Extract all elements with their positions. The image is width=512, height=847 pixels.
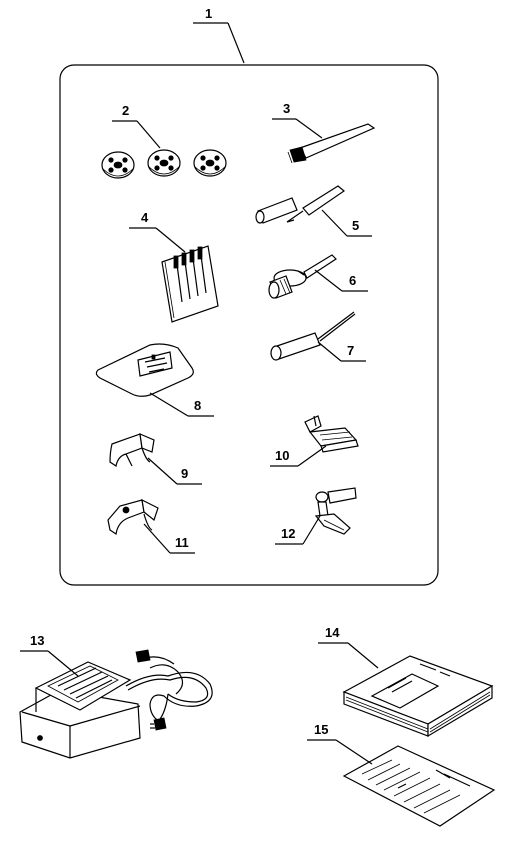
instruction-book-illustration [342, 655, 494, 738]
callout-label-14: 14 [325, 625, 340, 640]
callout-12: 12 [275, 515, 321, 545]
callout-label-1: 1 [205, 6, 212, 21]
callout-label-7: 7 [347, 343, 354, 358]
warranty-card-illustration [342, 745, 496, 827]
presser-foot-9-illustration [109, 433, 155, 467]
callout-label-9: 9 [181, 466, 188, 481]
callout-label-3: 3 [283, 101, 290, 116]
screwdriver-small-illustration [268, 254, 337, 299]
seam-ripper-illustration [255, 185, 345, 224]
callout-1: 1 [193, 6, 245, 64]
foot-controller-illustration [19, 649, 213, 759]
callout-6: 6 [314, 269, 368, 292]
callout-7: 7 [317, 341, 366, 362]
accessory-box-frame [59, 64, 439, 586]
bobbins-illustration [101, 149, 227, 179]
callout-13: 13 [20, 633, 79, 677]
callout-label-13: 13 [30, 633, 44, 648]
callout-label-11: 11 [175, 535, 189, 550]
lint-brush-illustration [287, 123, 376, 164]
callout-label-5: 5 [352, 218, 359, 233]
screwdriver-illustration [270, 311, 356, 361]
callout-9: 9 [147, 457, 202, 485]
presser-foot-12-illustration [314, 487, 357, 535]
needle-plate-illustration [95, 343, 194, 397]
callout-10: 10 [270, 445, 327, 467]
callout-label-15: 15 [314, 722, 328, 737]
callout-label-8: 8 [194, 398, 201, 413]
callout-3: 3 [272, 101, 323, 139]
needle-set-illustration [161, 245, 219, 323]
callout-11: 11 [143, 523, 195, 554]
callout-2: 2 [112, 103, 161, 149]
callout-label-10: 10 [275, 448, 289, 463]
callout-label-12: 12 [281, 526, 295, 541]
callout-15: 15 [307, 722, 373, 765]
callout-14: 14 [318, 625, 379, 669]
callout-5: 5 [321, 209, 372, 237]
callout-8: 8 [149, 392, 214, 417]
presser-foot-11-illustration [107, 498, 159, 536]
presser-foot-10-illustration [304, 415, 359, 453]
callout-label-2: 2 [122, 103, 129, 118]
callout-label-4: 4 [141, 210, 149, 225]
callout-4: 4 [129, 210, 186, 253]
callout-label-6: 6 [349, 273, 356, 288]
